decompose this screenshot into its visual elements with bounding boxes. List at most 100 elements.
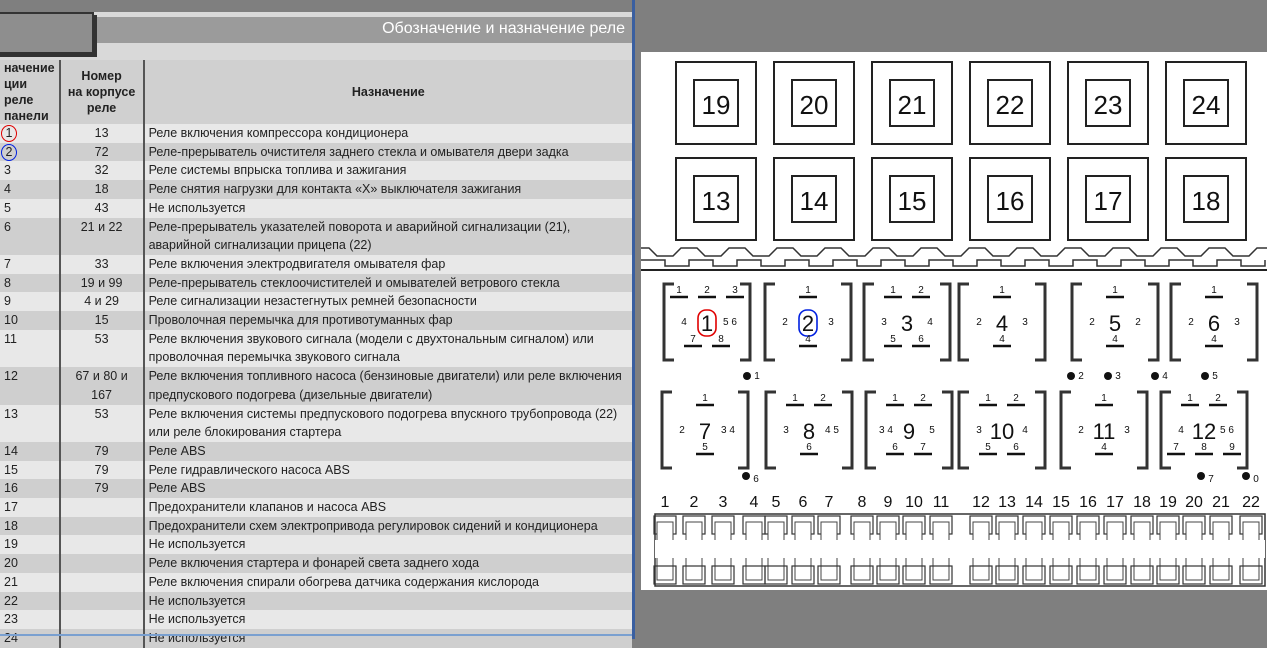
fuse-slot-inner (791, 79, 837, 127)
pin-label: 1 (1187, 393, 1193, 404)
connector-pin-number: 20 (1185, 494, 1203, 511)
dot-marker (743, 372, 751, 380)
cell-purpose: Реле включения звукового сигнала (модели… (142, 329, 632, 368)
cell-purpose: Реле включения стартера и фонарей света … (142, 554, 632, 573)
red-circle-mark: 1 (1, 125, 17, 142)
connector-pin-number: 5 (772, 494, 781, 511)
pin-label: 1 (892, 393, 898, 404)
cell-purpose: Проволочная перемычка для противотуманны… (142, 311, 632, 330)
connector-pin-number: 9 (884, 494, 893, 511)
cell-purpose: Не используется (142, 610, 632, 629)
pin-label: 3 4 (721, 425, 735, 436)
relay-number: 11 (1093, 419, 1116, 444)
relay-bracket-right (842, 390, 854, 470)
relay-bracket-right (940, 282, 952, 362)
cell-position: 15 (0, 460, 60, 480)
fuse-slot-outer (773, 157, 855, 241)
pin-label: 1 (1211, 285, 1217, 296)
pin-label: 6 (806, 442, 812, 453)
pin-label: 4 (1178, 425, 1184, 436)
connector-pin-bottom (764, 565, 788, 585)
connector-pin-bottom (711, 565, 735, 585)
fuse-number: 16 (996, 186, 1025, 216)
pin-label: 8 (718, 334, 724, 345)
relay-bracket-left (764, 390, 776, 470)
connector-pin-number: 21 (1212, 494, 1230, 511)
cell-purpose: Не используется (142, 591, 632, 611)
pin-label: 2 (1013, 393, 1019, 404)
relay-bracket-left (1059, 390, 1071, 470)
pin-label: 1 (676, 285, 682, 296)
connector-pin-bottom (1076, 565, 1100, 585)
relay-number: 4 (996, 311, 1008, 336)
relay-bracket-left (957, 282, 969, 362)
relay-bracket-left (660, 390, 672, 470)
col-header-purpose: Назначение (142, 60, 632, 124)
fuse-number: 22 (996, 90, 1025, 120)
relay-bracket-right (1137, 390, 1149, 470)
pin-label: 4 5 (825, 425, 839, 436)
fuse-slot-19: 19 (675, 61, 757, 145)
pin-label: 1 (702, 393, 708, 404)
connector-gap (655, 540, 1265, 558)
cell-position: 19 (0, 535, 60, 555)
fuse-slot-inner (1085, 175, 1131, 223)
pin-label: 2 (1078, 425, 1084, 436)
cell-relay-number (58, 628, 144, 648)
relay-number: 6 (1208, 311, 1220, 336)
dot-label: 3 (1115, 371, 1121, 382)
pin-label: 1 (890, 285, 896, 296)
dot-label: 4 (1162, 371, 1168, 382)
connector-pin-number: 14 (1025, 494, 1043, 511)
cell-relay-number: 53 (58, 404, 144, 442)
dot-label: 5 (1212, 371, 1218, 382)
cell-position: 7 (0, 254, 60, 274)
pin-label: 4 (1101, 442, 1107, 453)
cell-position: 13 (0, 404, 60, 442)
cell-position: 12 (0, 367, 60, 405)
cell-relay-number: 79 (58, 479, 144, 499)
connector-pin-bottom (929, 565, 953, 585)
connector-pin-number: 2 (690, 494, 699, 511)
pin-label: 4 (681, 317, 687, 328)
connector-pin-number: 13 (998, 494, 1016, 511)
pin-label: 9 (1229, 442, 1235, 453)
fuse-number: 15 (898, 186, 927, 216)
pin-label: 1 (999, 285, 1005, 296)
pin-label: 3 4 (879, 425, 893, 436)
pin-label: 2 (679, 425, 685, 436)
bottom-border (0, 634, 633, 636)
connector-pin-bottom (902, 565, 926, 585)
connector-pin-bottom (1103, 565, 1127, 585)
fuse-number: 18 (1192, 186, 1221, 216)
relay-bracket-right (740, 282, 752, 362)
cell-purpose: Не используется (142, 628, 632, 648)
cell-relay-number: 13 (58, 124, 144, 143)
pin-label: 4 (999, 334, 1005, 345)
relay-bracket-right (1035, 282, 1047, 362)
pin-label: 2 (1215, 393, 1221, 404)
relay-bracket-right (841, 282, 853, 362)
relay-bracket-left (1159, 390, 1171, 470)
fuse-number: 14 (800, 186, 829, 216)
cell-position: 14 (0, 441, 60, 461)
cell-relay-number: 32 (58, 161, 144, 181)
cell-purpose: Реле включения топливного насоса (бензин… (142, 367, 632, 405)
